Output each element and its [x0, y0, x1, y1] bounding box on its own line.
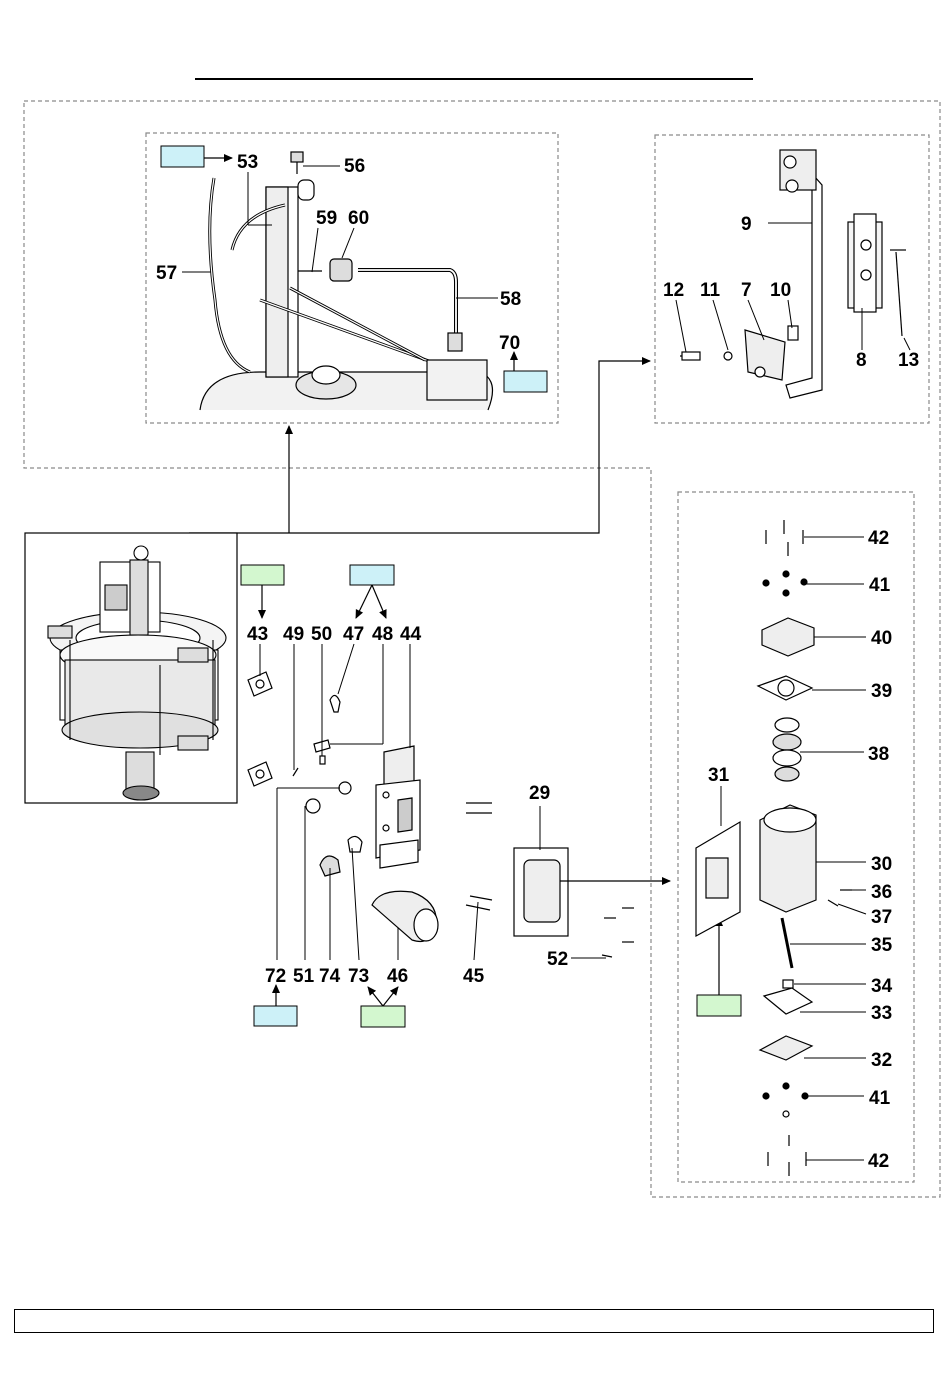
- part-label-9: 9: [741, 214, 752, 235]
- part-label-45: 45: [463, 966, 485, 987]
- ref-tag-green-43: [241, 565, 284, 585]
- part-label-53: 53: [237, 152, 258, 173]
- part-label-44: 44: [400, 624, 422, 645]
- part-label-12: 12: [663, 280, 684, 301]
- part-label-40: 40: [871, 628, 892, 649]
- part-label-11: 11: [700, 280, 721, 301]
- part-label-51: 51: [293, 966, 315, 987]
- motor-assembly-drawing: [696, 520, 852, 1176]
- part-label-32: 32: [871, 1050, 892, 1071]
- part-label-73: 73: [348, 966, 369, 987]
- part-label-10: 10: [770, 280, 791, 301]
- part-label-47: 47: [343, 624, 364, 645]
- ref-tag-blue-47-48: [350, 565, 394, 585]
- part-label-49: 49: [283, 624, 304, 645]
- part-label-48: 48: [372, 624, 393, 645]
- part-label-36: 36: [871, 882, 892, 903]
- part-label-39: 39: [871, 681, 892, 702]
- footer-bar: [14, 1309, 934, 1333]
- part-label-70: 70: [499, 333, 520, 354]
- valve-assembly-drawing: [200, 152, 493, 410]
- ref-tag-blue-72: [254, 1006, 297, 1026]
- part-label-41-top: 41: [869, 575, 891, 596]
- part-label-52: 52: [547, 949, 568, 970]
- part-label-56: 56: [344, 156, 365, 177]
- part-label-42-bottom: 42: [868, 1151, 889, 1172]
- part-label-37: 37: [871, 907, 892, 928]
- part-label-43: 43: [247, 624, 268, 645]
- part-label-60: 60: [348, 208, 369, 229]
- part-label-13: 13: [898, 350, 919, 371]
- ref-tag-blue-53: [161, 146, 204, 167]
- bracket-assembly-drawing: [680, 150, 906, 398]
- part-label-29: 29: [529, 783, 550, 804]
- part-label-58: 58: [500, 289, 521, 310]
- part-label-57: 57: [156, 263, 177, 284]
- part-label-50: 50: [311, 624, 332, 645]
- part-label-38: 38: [868, 744, 889, 765]
- part-label-8: 8: [856, 350, 867, 371]
- part-label-31: 31: [708, 765, 730, 786]
- middle-parts-drawing: [248, 672, 634, 957]
- part-label-30: 30: [871, 854, 892, 875]
- part-label-59: 59: [316, 208, 337, 229]
- ref-tag-green-31: [697, 995, 741, 1016]
- part-label-46: 46: [387, 966, 408, 987]
- part-label-34: 34: [871, 976, 893, 997]
- part-label-42-top: 42: [868, 528, 889, 549]
- part-label-41-bottom: 41: [869, 1088, 891, 1109]
- part-label-33: 33: [871, 1003, 892, 1024]
- part-label-72: 72: [265, 966, 286, 987]
- part-label-35: 35: [871, 935, 893, 956]
- ref-tag-green-73-46: [361, 1006, 405, 1027]
- part-label-74: 74: [319, 966, 341, 987]
- ref-tag-blue-70: [504, 371, 547, 392]
- part-label-7: 7: [741, 280, 752, 301]
